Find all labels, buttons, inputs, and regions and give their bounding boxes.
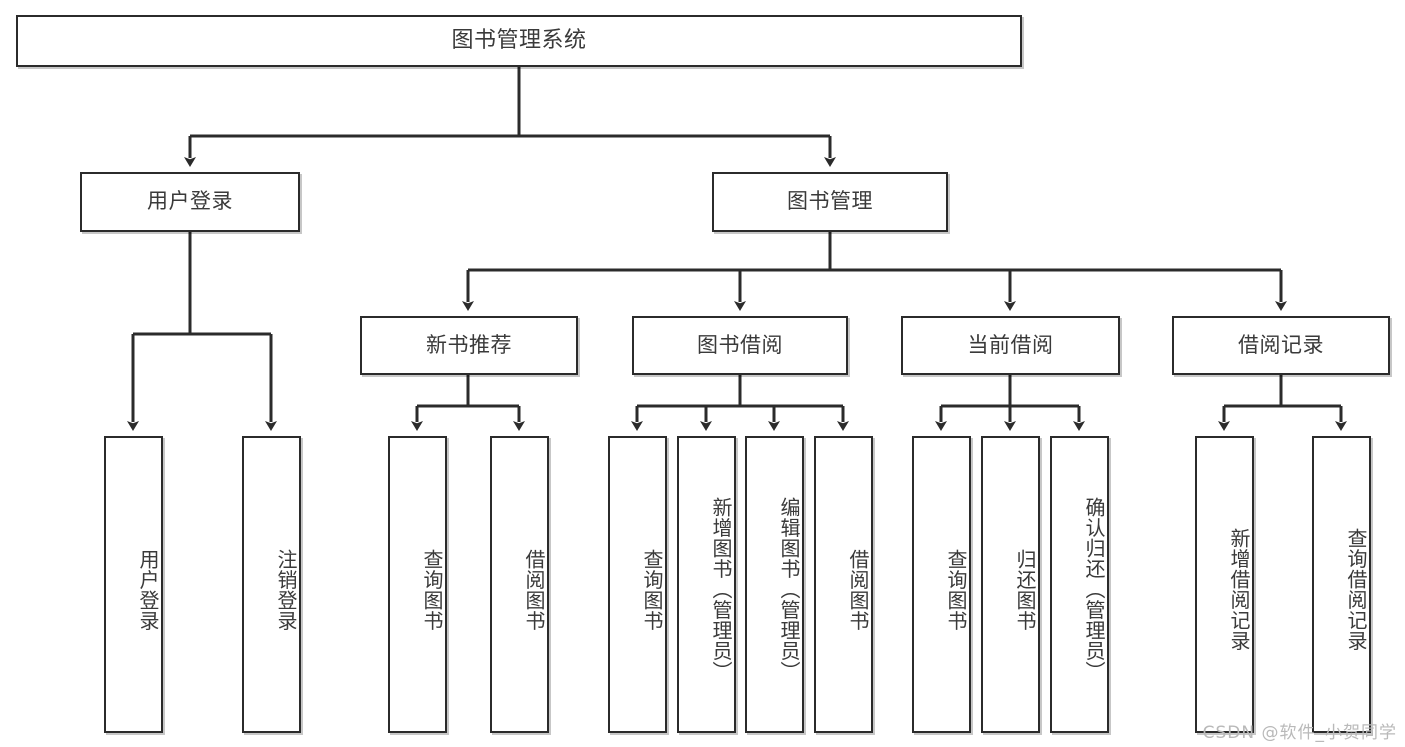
leaf-new-book-borrow[interactable]: 借阅图书 xyxy=(490,436,549,733)
leaf-book-borrow-lend[interactable]: 借阅图书 xyxy=(814,436,873,733)
node-user-login[interactable]: 用户登录 xyxy=(80,172,300,232)
leaf-current-borrow-confirm[interactable]: 确认归还（管理员） xyxy=(1050,436,1109,733)
leaf-book-borrow-add[interactable]: 新增图书（管理员） xyxy=(677,436,736,733)
node-new-book-recommend[interactable]: 新书推荐 xyxy=(360,316,578,375)
node-book-management[interactable]: 图书管理 xyxy=(712,172,948,232)
leaf-current-borrow-query[interactable]: 查询图书 xyxy=(912,436,971,733)
leaf-book-borrow-edit[interactable]: 编辑图书（管理员） xyxy=(745,436,804,733)
leaf-borrow-record-add[interactable]: 新增借阅记录 xyxy=(1195,436,1254,733)
leaf-book-borrow-query[interactable]: 查询图书 xyxy=(608,436,667,733)
node-book-borrow[interactable]: 图书借阅 xyxy=(632,316,848,375)
node-borrow-record[interactable]: 借阅记录 xyxy=(1172,316,1390,375)
node-current-borrow[interactable]: 当前借阅 xyxy=(901,316,1120,375)
leaf-current-borrow-return[interactable]: 归还图书 xyxy=(981,436,1040,733)
csdn-watermark: CSDN @软件_小贺同学 xyxy=(1202,723,1397,743)
leaf-user-login-login[interactable]: 用户登录 xyxy=(104,436,163,733)
leaf-new-book-query[interactable]: 查询图书 xyxy=(388,436,447,733)
leaf-user-login-logout[interactable]: 注销登录 xyxy=(242,436,301,733)
leaf-borrow-record-query[interactable]: 查询借阅记录 xyxy=(1312,436,1371,733)
node-root-system[interactable]: 图书管理系统 xyxy=(16,15,1022,67)
